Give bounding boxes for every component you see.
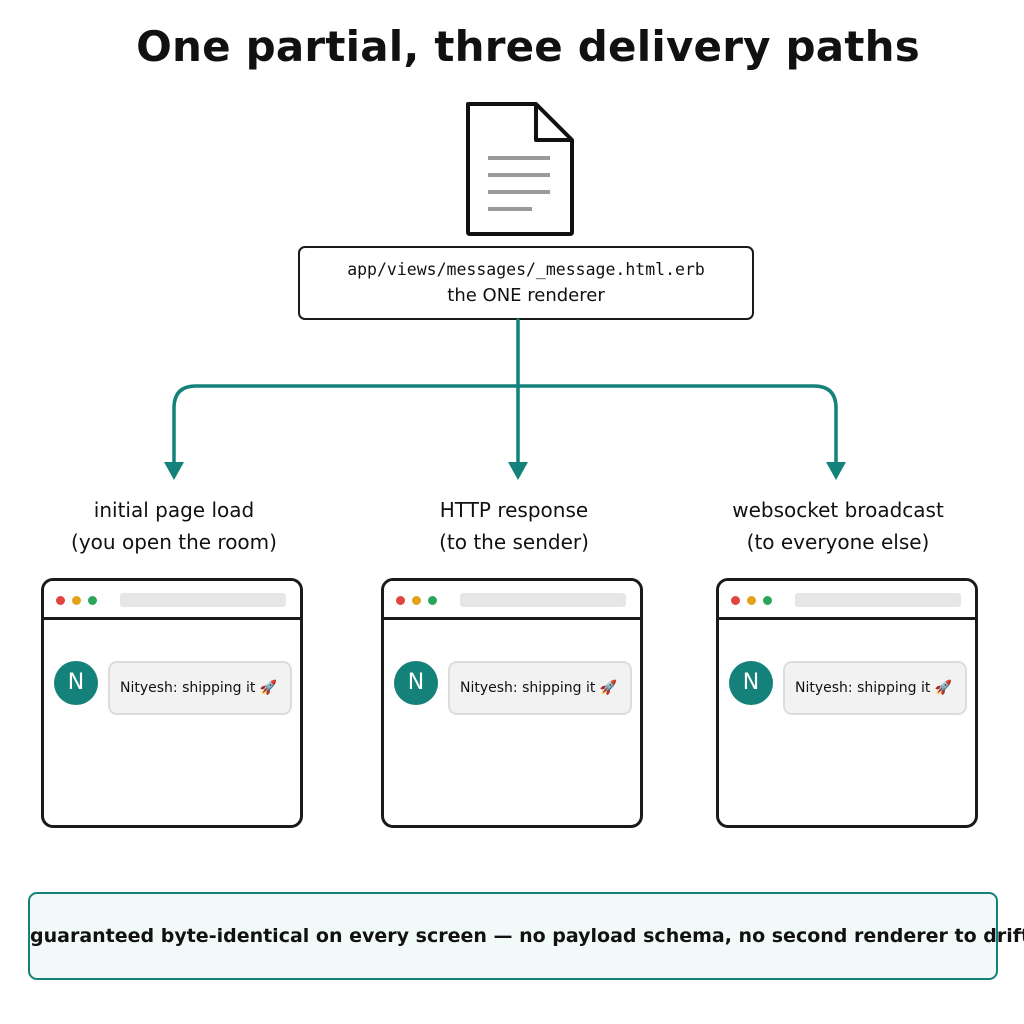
address-bar <box>120 593 286 607</box>
avatar: N <box>729 661 773 705</box>
path-label-subtitle: (to the sender) <box>439 530 589 554</box>
browser-window-page-load: N Nityesh: shipping it 🚀 <box>41 578 303 828</box>
path-label-subtitle: (you open the room) <box>71 530 277 554</box>
path-label-websocket: websocket broadcast (to everyone else) <box>688 494 988 558</box>
arrowhead-left <box>164 462 184 480</box>
browser-titlebar <box>44 581 300 620</box>
close-dot-icon <box>396 596 405 605</box>
path-label-http-response: HTTP response (to the sender) <box>364 494 664 558</box>
connector-right <box>516 384 838 470</box>
path-label-title: initial page load <box>93 498 255 522</box>
renderer-path: app/views/messages/_message.html.erb <box>347 260 705 279</box>
address-bar <box>460 593 626 607</box>
path-label-title: websocket broadcast <box>732 498 944 522</box>
footer-note: guaranteed byte-identical on every scree… <box>28 892 1024 980</box>
connector-left <box>172 384 520 470</box>
browser-titlebar <box>384 581 640 620</box>
address-bar <box>795 593 961 607</box>
minimize-dot-icon <box>72 596 81 605</box>
message-bubble: Nityesh: shipping it 🚀 <box>448 661 632 715</box>
maximize-dot-icon <box>88 596 97 605</box>
arrowhead-middle <box>508 462 528 480</box>
minimize-dot-icon <box>747 596 756 605</box>
message-bubble: Nityesh: shipping it 🚀 <box>783 661 967 715</box>
maximize-dot-icon <box>428 596 437 605</box>
diagram-title: One partial, three delivery paths <box>136 22 920 71</box>
document-icon <box>466 102 574 236</box>
browser-window-websocket: N Nityesh: shipping it 🚀 <box>716 578 978 828</box>
avatar: N <box>394 661 438 705</box>
path-label-subtitle: (to everyone else) <box>746 530 930 554</box>
path-label-page-load: initial page load (you open the room) <box>24 494 324 558</box>
close-dot-icon <box>56 596 65 605</box>
maximize-dot-icon <box>763 596 772 605</box>
browser-titlebar <box>719 581 975 620</box>
renderer-box: app/views/messages/_message.html.erb the… <box>298 246 754 320</box>
message-bubble: Nityesh: shipping it 🚀 <box>108 661 292 715</box>
close-dot-icon <box>731 596 740 605</box>
minimize-dot-icon <box>412 596 421 605</box>
avatar: N <box>54 661 98 705</box>
browser-window-http-response: N Nityesh: shipping it 🚀 <box>381 578 643 828</box>
path-label-title: HTTP response <box>439 498 589 522</box>
arrowhead-right <box>826 462 846 480</box>
renderer-label: the ONE renderer <box>447 285 605 306</box>
